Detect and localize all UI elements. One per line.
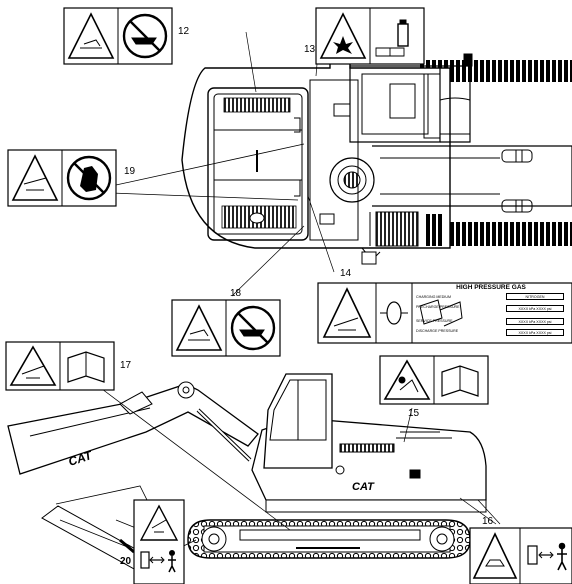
decal-16 [469,527,572,584]
decal-20 [133,499,185,584]
person-distance-icon [169,550,175,556]
warning-triangle-icon [472,532,518,579]
decal-18 [171,299,281,357]
manual-book-icon [375,47,405,57]
decal-17 [5,341,115,391]
callout-19: 19 [124,166,136,177]
top-view-excavator [83,31,572,297]
hpg-row-value: XXXX kPa XXXX psi [506,318,564,325]
decal-12 [63,7,173,65]
callout-15: 15 [408,408,420,419]
hpg-row-value: NITROGEN [506,293,564,300]
manual-book-icon [439,301,463,327]
hpg-row-label: CHARGING MEDIUM [416,295,451,299]
hpg-row-label: DISCHARGE PRESSURE [416,329,459,333]
callout-17: 17 [120,360,132,371]
callout-14: 14 [340,268,352,279]
decal-19 [7,149,117,207]
warning-triangle-icon [175,304,223,351]
hpg-row-value: XXXX kPa XXXX psi [506,305,564,312]
warning-triangle-icon [139,504,179,541]
warning-triangle-icon [67,12,115,59]
body-cat-logo: CAT [352,481,375,493]
high-pressure-gas-panel: HIGH PRESSURE GAS CHARGING MEDIUM NITROG… [412,283,570,341]
decal-13 [315,7,425,65]
hpg-row-value: XXXX kPa XXXX psi [506,329,564,336]
callout-16: 16 [482,516,494,527]
explosion-icon [333,36,353,54]
hpg-row-label: PRECHARGE PRESSURE [416,305,460,309]
callout-18: 18 [230,288,242,299]
decal-15 [379,355,489,405]
warning-triangle-icon [383,359,431,400]
callout-12: 12 [178,26,190,37]
side-view-excavator: CAT CAT [7,373,501,563]
hpg-title: HIGH PRESSURE GAS [456,284,526,291]
callout-13: 13 [304,44,316,55]
hpg-row-label: SERVICE PRESSURE [416,319,453,323]
callout-20: 20 [120,556,132,567]
person-distance-icon [558,542,566,550]
